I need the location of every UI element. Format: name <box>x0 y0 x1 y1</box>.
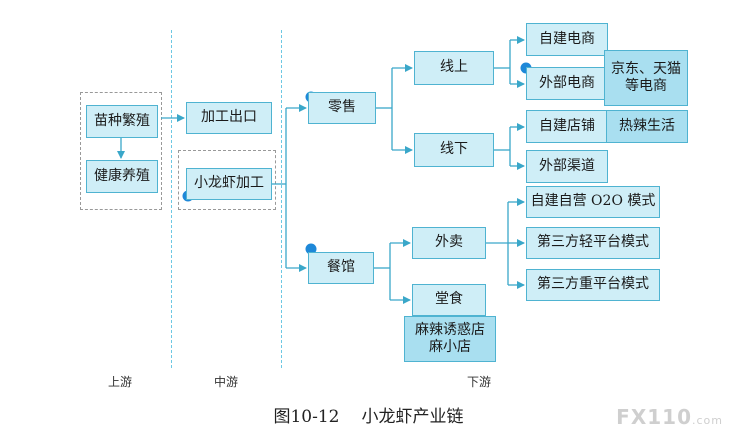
node-jd-tmall: 京东、天猫 等电商 <box>604 50 688 106</box>
node-dine-in: 堂食 <box>412 284 486 316</box>
node-o2o-self: 自建自营 O2O 模式 <box>526 186 660 218</box>
watermark-suffix: .com <box>692 414 723 427</box>
watermark-logo: FX110.com <box>616 405 723 429</box>
node-self-store: 自建店铺 <box>526 110 608 143</box>
node-retail: 零售 <box>308 92 376 124</box>
upstream-group-frame <box>80 92 162 210</box>
stage-label-upstream: 上游 <box>108 375 133 389</box>
node-takeaway: 外卖 <box>412 227 486 259</box>
node-offline: 线下 <box>414 133 494 167</box>
figure-number: 图10-12 <box>273 407 340 427</box>
node-external-ecommerce: 外部电商 <box>526 67 608 100</box>
stage-label-midstream: 中游 <box>214 375 239 389</box>
node-processing-export: 加工出口 <box>186 102 272 134</box>
node-online: 线上 <box>414 51 494 85</box>
node-spicy-shop: 麻辣诱惑店 麻小店 <box>404 316 496 362</box>
node-breeding: 苗种繁殖 <box>86 105 158 138</box>
watermark-brand: FX110 <box>616 405 692 429</box>
node-healthy-farming: 健康养殖 <box>86 160 158 193</box>
figure-title: 小龙虾产业链 <box>361 407 464 427</box>
node-external-channel: 外部渠道 <box>526 150 608 183</box>
figure-caption: 图10-12 小龙虾产业链 <box>0 402 737 427</box>
node-self-ecommerce: 自建电商 <box>526 23 608 56</box>
node-o2o-light: 第三方轻平台模式 <box>526 227 660 259</box>
stage-label-downstream: 下游 <box>467 375 492 389</box>
node-o2o-heavy: 第三方重平台模式 <box>526 269 660 301</box>
node-crayfish-processing: 小龙虾加工 <box>186 168 272 200</box>
node-relish: 热辣生活 <box>606 110 688 143</box>
stage-separator-2 <box>281 30 282 368</box>
stage-separator-1 <box>171 30 172 368</box>
midstream-group-frame <box>178 150 276 210</box>
node-catering: 餐馆 <box>308 252 374 284</box>
